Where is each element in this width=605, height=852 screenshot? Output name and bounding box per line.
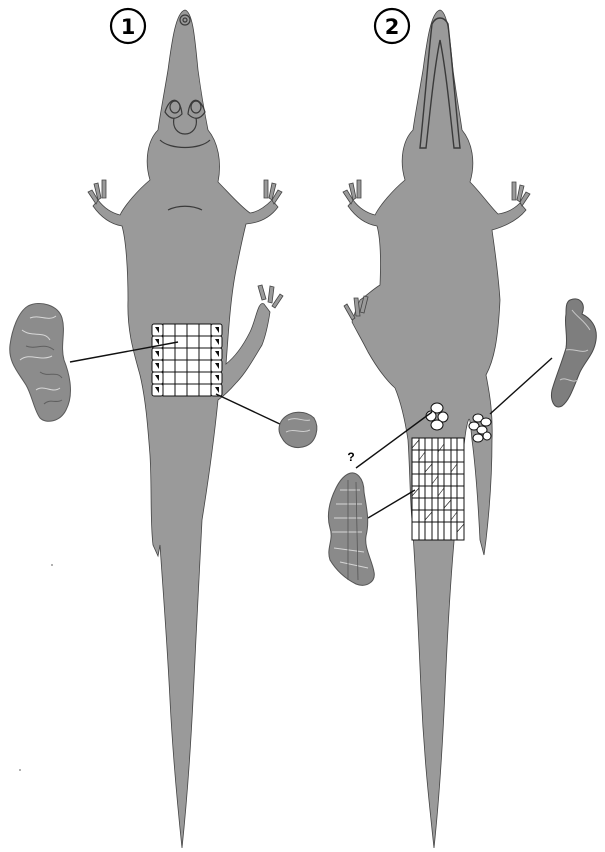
fossil-fragment-2a (328, 473, 374, 585)
panel-1-dorsal: 1 (10, 9, 317, 848)
panel-1-label: 1 (111, 9, 145, 43)
osteoderm-grid-ventral (412, 438, 464, 540)
panel-2-ventral: 2 (328, 9, 596, 848)
leader-line-2c (490, 358, 552, 414)
scan-speck (19, 769, 21, 771)
leader-line-2b (368, 490, 415, 518)
panel-2-label: 2 (375, 9, 409, 43)
fossil-fragment-2b (551, 299, 596, 407)
leader-line-1b (216, 394, 282, 425)
panel-1-number: 1 (121, 15, 136, 39)
crocodile-body-1 (93, 10, 278, 848)
uncertain-question-mark: ? (347, 450, 354, 464)
scan-speck (51, 564, 53, 566)
panel-2-number: 2 (385, 15, 400, 39)
fossil-fragment-1b (279, 412, 317, 447)
fossil-fragment-1a (10, 303, 71, 421)
osteoderm-grid-dorsal (152, 324, 222, 396)
